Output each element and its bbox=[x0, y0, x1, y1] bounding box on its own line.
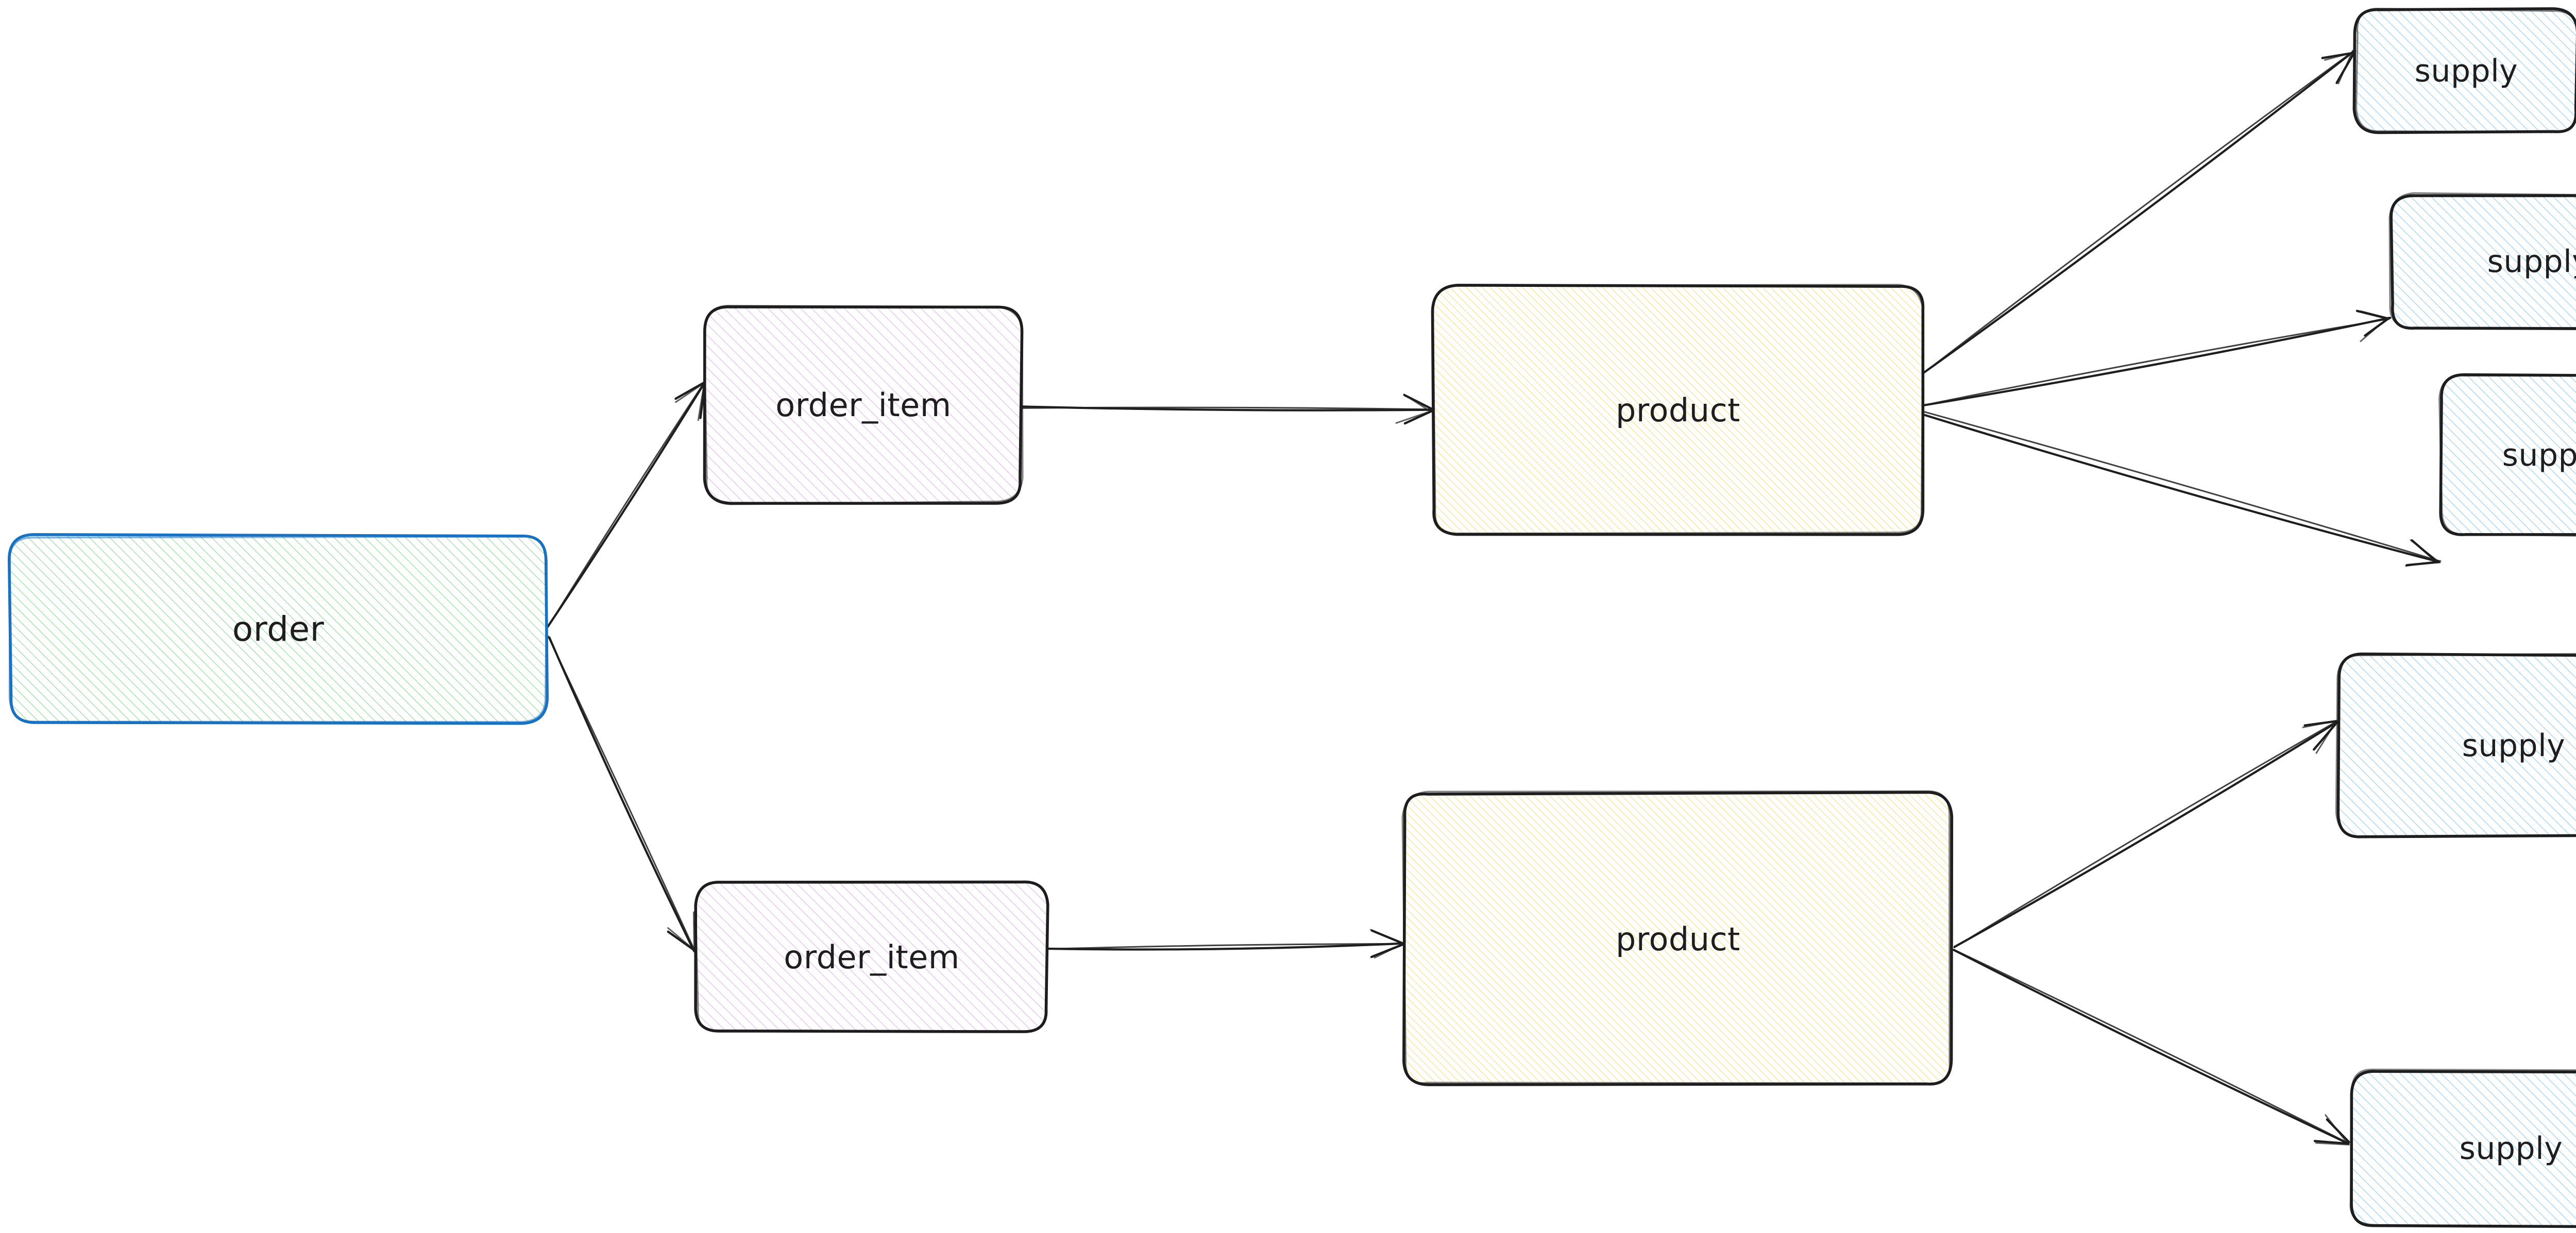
node-product_1[interactable] bbox=[1431, 284, 1925, 536]
edge-order_item_1-to-product_1 bbox=[1020, 393, 1433, 425]
node-outline bbox=[2335, 653, 2576, 838]
node-fill bbox=[1405, 792, 1951, 1085]
node-outline bbox=[1432, 284, 1924, 535]
edge-order-to-order_item_1 bbox=[547, 381, 706, 629]
node-outline bbox=[2438, 374, 2576, 537]
node-fill bbox=[2355, 8, 2576, 134]
edge-product_1-to-supply_1 bbox=[1923, 49, 2355, 374]
node-supply_3[interactable] bbox=[2438, 373, 2576, 537]
node-outline bbox=[2388, 192, 2576, 331]
edge-product_1-to-supply_3 bbox=[1921, 411, 2442, 567]
node-supply_5[interactable] bbox=[2349, 1068, 2576, 1228]
node-fill bbox=[10, 536, 547, 723]
node-outline bbox=[2349, 1068, 2576, 1227]
node-supply_1[interactable] bbox=[2352, 7, 2576, 134]
node-supply_4[interactable] bbox=[2335, 652, 2576, 838]
node-product_2[interactable] bbox=[1401, 790, 1954, 1086]
edge-product_2-to-supply_5 bbox=[1953, 949, 2350, 1146]
node-order_item_1[interactable] bbox=[703, 304, 1024, 505]
node-order_item_2[interactable] bbox=[694, 880, 1049, 1033]
node-outline bbox=[694, 881, 1048, 1032]
edge-product_2-to-supply_4 bbox=[1953, 720, 2338, 949]
node-fill bbox=[705, 306, 1022, 503]
node-supply_2[interactable] bbox=[2388, 192, 2576, 331]
node-group bbox=[7, 7, 2576, 1228]
node-fill bbox=[2337, 655, 2576, 837]
node-outline bbox=[8, 536, 548, 723]
node-outline bbox=[2336, 652, 2576, 838]
node-fill bbox=[697, 881, 1048, 1033]
node-fill bbox=[2391, 194, 2576, 330]
node-order[interactable] bbox=[7, 533, 549, 725]
node-fill bbox=[2349, 1070, 2576, 1226]
edge-group bbox=[547, 49, 2442, 1146]
edge-order_item_2-to-product_2 bbox=[1047, 929, 1405, 959]
node-outline bbox=[703, 304, 1024, 505]
node-outline bbox=[2439, 373, 2576, 536]
node-fill bbox=[1432, 286, 1924, 534]
edge-order-to-order_item_2 bbox=[547, 635, 697, 953]
edge-product_1-to-supply_2 bbox=[1922, 310, 2392, 406]
node-fill bbox=[2441, 375, 2576, 535]
node-outline bbox=[2355, 8, 2576, 133]
node-outline bbox=[1401, 790, 1951, 1085]
